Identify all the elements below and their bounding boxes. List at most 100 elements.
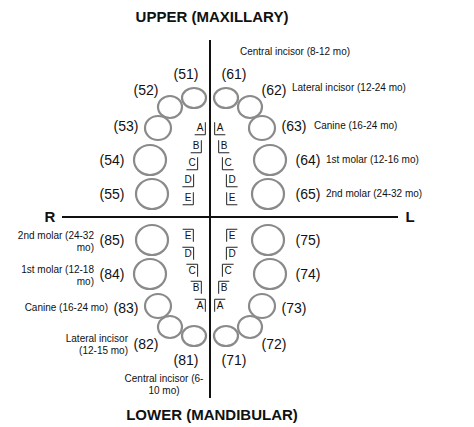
tooth-outline	[145, 116, 171, 140]
palmer-mark	[183, 229, 194, 230]
palmer-mark	[193, 174, 194, 187]
eruption-note: 2nd molar (24-32 mo)	[326, 188, 422, 200]
tooth-outline	[136, 179, 168, 209]
eruption-note: Canine (16-24 mo)	[8, 302, 108, 314]
tooth-letter: E	[229, 230, 236, 242]
tooth-outline	[182, 88, 206, 108]
palmer-mark	[186, 264, 197, 265]
tooth-letter: E	[185, 192, 192, 204]
tooth-letter: A	[217, 122, 224, 134]
tooth-outline	[252, 225, 284, 255]
eruption-note: Central incisor (6-10 mo)	[122, 373, 206, 396]
eruption-note: 1st molar (12-18 mo)	[8, 264, 94, 287]
palmer-mark	[205, 299, 206, 312]
tooth-outline	[158, 96, 182, 118]
tooth-letter: A	[197, 122, 204, 134]
tooth-number: (62)	[262, 82, 287, 98]
palmer-mark	[218, 281, 219, 294]
palmer-mark	[193, 247, 194, 260]
tooth-outline	[136, 225, 168, 255]
tooth-outline	[254, 259, 286, 289]
tooth-letter: D	[228, 174, 235, 186]
palmer-mark	[226, 229, 227, 242]
palmer-mark	[226, 174, 227, 187]
palmer-mark	[191, 281, 202, 282]
tooth-number: (81)	[174, 352, 199, 368]
palmer-mark	[219, 281, 230, 282]
palmer-mark	[226, 192, 227, 205]
palmer-mark	[183, 204, 194, 205]
palmer-mark	[191, 152, 202, 153]
arch-title: UPPER (MAXILLARY)	[136, 8, 289, 25]
palmer-mark	[214, 299, 215, 312]
tooth-number: (83)	[114, 300, 139, 316]
tooth-outline	[214, 88, 238, 108]
tooth-outline	[249, 116, 275, 140]
tooth-outline	[182, 326, 206, 346]
palmer-mark	[201, 140, 202, 153]
palmer-mark	[226, 247, 227, 260]
palmer-mark	[195, 134, 206, 135]
tooth-letter: B	[221, 140, 228, 152]
tooth-outline	[134, 259, 166, 289]
palmer-mark	[222, 169, 233, 170]
palmer-mark	[197, 264, 198, 277]
palmer-mark	[222, 157, 223, 170]
palmer-mark	[195, 299, 206, 300]
palmer-mark	[205, 122, 206, 135]
palmer-mark	[227, 204, 238, 205]
palmer-mark	[227, 229, 238, 230]
eruption-note: Canine (16-24 mo)	[314, 120, 397, 132]
tooth-outline	[214, 326, 238, 346]
teeth	[134, 88, 286, 346]
tooth-letter: B	[221, 282, 228, 294]
tooth-letter: A	[197, 300, 204, 312]
tooth-letter: B	[193, 140, 200, 152]
tooth-number: (64)	[296, 152, 321, 168]
palmer-mark	[222, 264, 233, 265]
palmer-mark	[214, 122, 215, 135]
palmer-mark	[222, 264, 223, 277]
palmer-mark	[219, 152, 230, 153]
tooth-number: (52)	[134, 82, 159, 98]
tooth-outline	[254, 145, 286, 175]
side-label: R	[45, 208, 56, 225]
tooth-number: (55)	[100, 186, 125, 202]
tooth-letter: C	[224, 265, 231, 277]
eruption-note: Lateral incisor (12-15 mo)	[48, 333, 128, 356]
tooth-outline	[252, 179, 284, 209]
tooth-letter: D	[228, 248, 235, 260]
tooth-number: (73)	[282, 300, 307, 316]
tooth-number: (53)	[114, 118, 139, 134]
palmer-mark	[197, 157, 198, 170]
tooth-letter: C	[224, 157, 231, 169]
tooth-letter: E	[229, 192, 236, 204]
palmer-mark	[193, 229, 194, 242]
tooth-number: (84)	[100, 266, 125, 282]
tooth-number: (75)	[296, 232, 321, 248]
side-label: L	[405, 208, 414, 225]
tooth-number: (54)	[100, 152, 125, 168]
tooth-number: (63)	[282, 118, 307, 134]
palmer-mark	[182, 247, 193, 248]
occlusal-line	[62, 216, 398, 218]
palmer-mark	[186, 169, 197, 170]
tooth-outline	[145, 294, 171, 318]
tooth-number: (71)	[222, 352, 247, 368]
eruption-note: Central incisor (8-12 mo)	[240, 46, 350, 58]
tooth-letter: A	[217, 300, 224, 312]
midline	[209, 40, 211, 398]
palmer-mark	[201, 281, 202, 294]
tooth-number: (51)	[174, 66, 199, 82]
tooth-letter: B	[193, 282, 200, 294]
palmer-mark	[193, 192, 194, 205]
eruption-note: 1st molar (12-16 mo)	[326, 154, 419, 166]
tooth-number: (61)	[222, 66, 247, 82]
palmer-mark	[226, 247, 237, 248]
palmer-mark	[215, 299, 226, 300]
tooth-outline	[158, 316, 182, 338]
palmer-brackets	[182, 122, 237, 312]
tooth-outline	[238, 96, 262, 118]
tooth-letter: D	[184, 174, 191, 186]
